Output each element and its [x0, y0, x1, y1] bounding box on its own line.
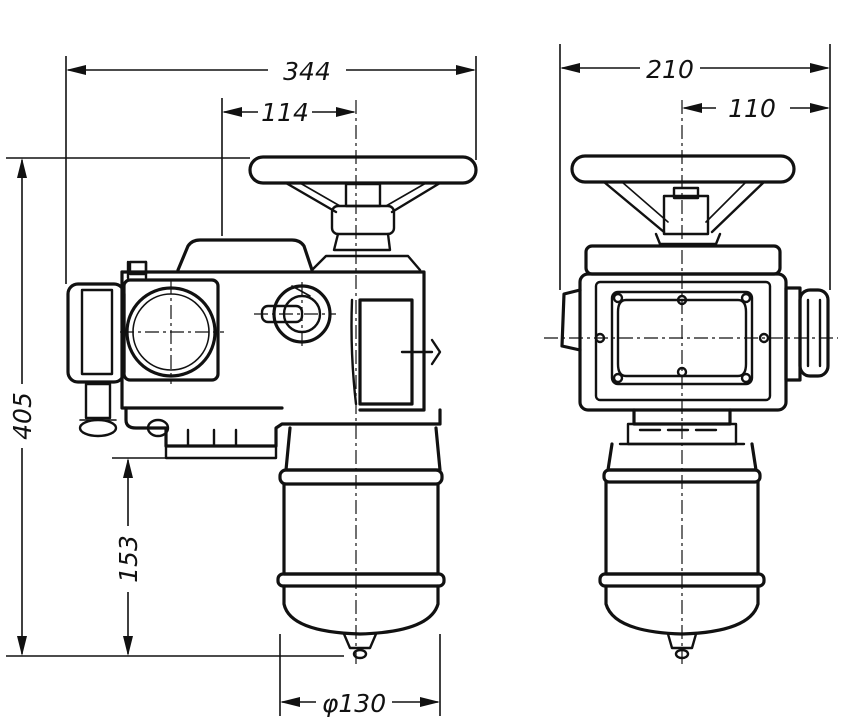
- dim-130-diameter-label: φ130: [322, 689, 386, 718]
- dim-344-label: 344: [283, 57, 331, 86]
- dim-114-label: 114: [261, 98, 309, 127]
- dim-153-label: 153: [114, 535, 143, 583]
- gear-housing-side: [560, 244, 830, 446]
- dim-110-label: 110: [728, 94, 776, 123]
- dim-210-label: 210: [646, 55, 694, 84]
- handwheel-side: [570, 154, 796, 246]
- gear-housing-front: [66, 238, 442, 460]
- motor-front: [276, 426, 446, 660]
- dimension-lines: [6, 44, 831, 716]
- handwheel-front: [248, 155, 478, 252]
- front-view: [66, 100, 478, 664]
- dimension-labels: 344 114 210 110 405 153 φ130: [8, 55, 776, 718]
- dim-405-label: 405: [8, 392, 37, 440]
- side-view: [544, 100, 838, 664]
